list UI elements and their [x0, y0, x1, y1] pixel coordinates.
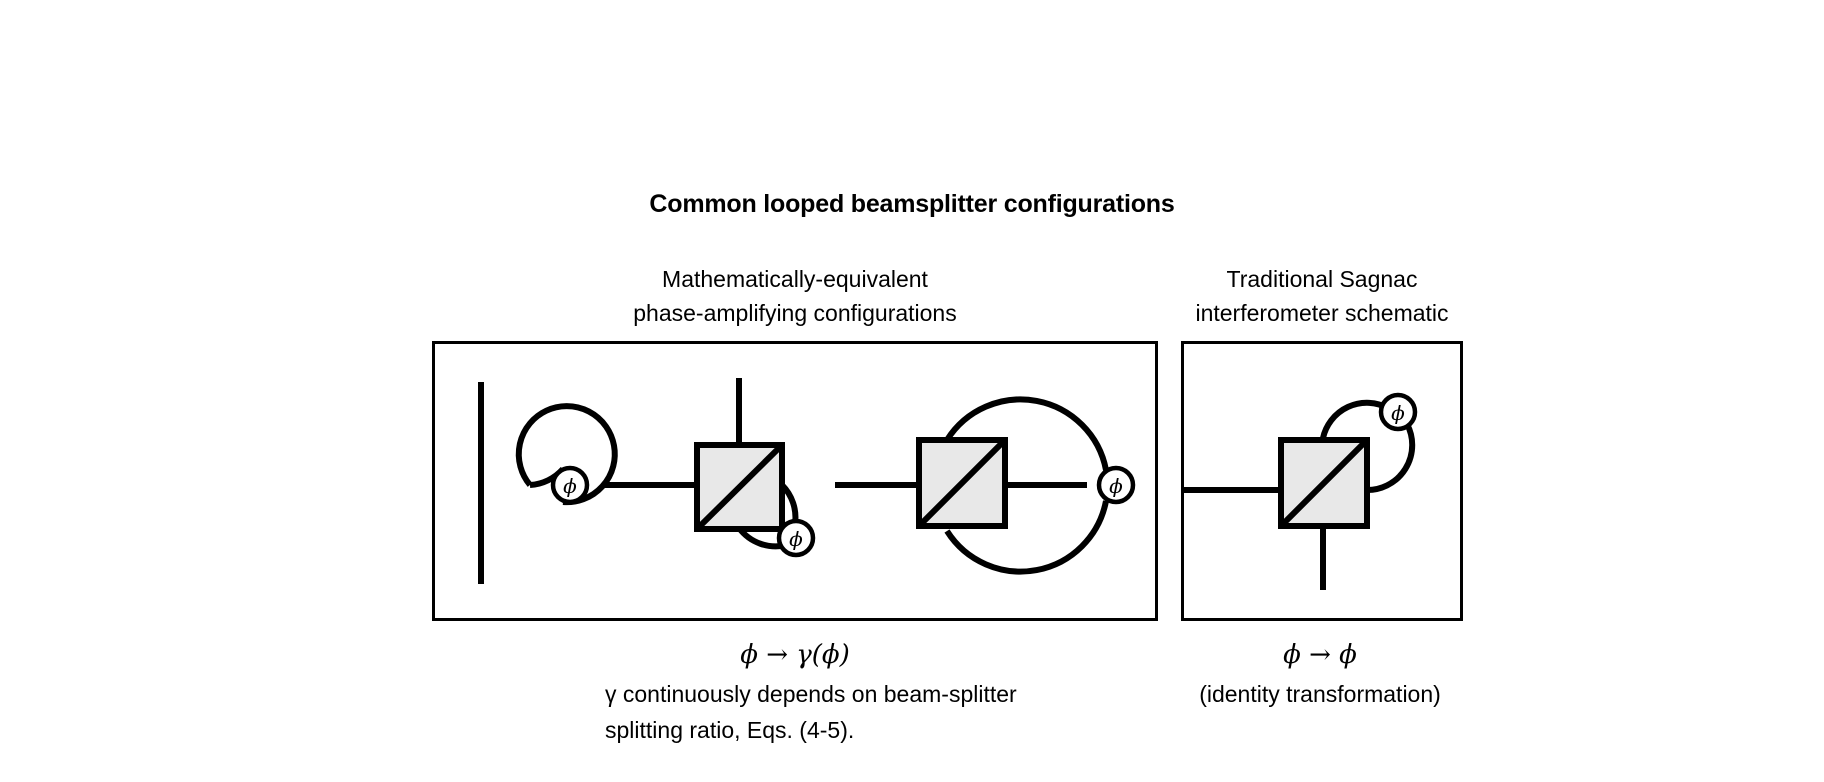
sagnac-schematic: ϕ — [1184, 392, 1418, 590]
right-caption-equation: ϕ → ϕ — [1283, 640, 1357, 670]
left-caption-note-line1: γ continuously depends on beam-splitter — [605, 681, 1017, 707]
loop-arc-upper — [1320, 399, 1390, 439]
right-column-heading-line2: interferometer schematic — [1195, 300, 1449, 326]
phase-node-circle — [1378, 392, 1418, 432]
left-caption-equation: ϕ → γ(ϕ) — [740, 640, 850, 670]
right-column-heading-line1: Traditional Sagnac — [1226, 266, 1418, 292]
phase-node-label: ϕ — [1391, 401, 1405, 425]
beamsplitter-diagonal — [1280, 439, 1368, 527]
diagram-sagnac: ϕ — [1184, 392, 1418, 590]
left-caption-note: γ continuously depends on beam-splitter … — [605, 676, 1075, 748]
beamsplitter-diagonal — [918, 439, 1006, 527]
diagram-beamsplitter-full-loop: ϕ — [835, 396, 1136, 575]
figure-title: Common looped beamsplitter configuration… — [649, 190, 1175, 218]
loop-arc-lower — [1365, 422, 1416, 494]
phase-node-label: ϕ — [1109, 474, 1123, 498]
loop-circle-upper — [944, 396, 1109, 471]
diagram-beamsplitter-side-loop: ϕ — [603, 378, 816, 558]
loop-circle-lower — [944, 500, 1109, 575]
phase-node-circle — [776, 518, 816, 558]
phase-node-label: ϕ — [789, 527, 803, 551]
loop-circle — [515, 403, 618, 506]
right-caption-note: (identity transformation) — [1199, 681, 1441, 707]
left-caption-note-line2: splitting ratio, Eqs. (4-5). — [605, 717, 855, 743]
phase-node-circle — [1096, 465, 1136, 505]
phase-node-sagnac: ϕ — [1378, 392, 1418, 432]
right-column-heading: Traditional Sagnac interferometer schema… — [1181, 262, 1463, 330]
phase-node-circle — [550, 465, 590, 505]
left-panel-schematic: ϕ ϕ — [478, 378, 1136, 584]
phase-node-3: ϕ — [1096, 465, 1136, 505]
phase-node-2: ϕ — [776, 518, 816, 558]
phase-node-label: ϕ — [563, 474, 577, 498]
diagram-mirror-loop: ϕ — [478, 382, 665, 584]
left-column-heading-line1: Mathematically-equivalent — [662, 266, 928, 292]
right-diagram-panel: ϕ — [1181, 341, 1463, 621]
left-column-heading-line2: phase-amplifying configurations — [633, 300, 957, 326]
beamsplitter-diagonal — [696, 444, 783, 530]
left-column-heading: Mathematically-equivalent phase-amplifyi… — [432, 262, 1158, 330]
phase-node-1: ϕ — [550, 465, 590, 505]
left-diagram-panel: ϕ ϕ — [432, 341, 1158, 621]
